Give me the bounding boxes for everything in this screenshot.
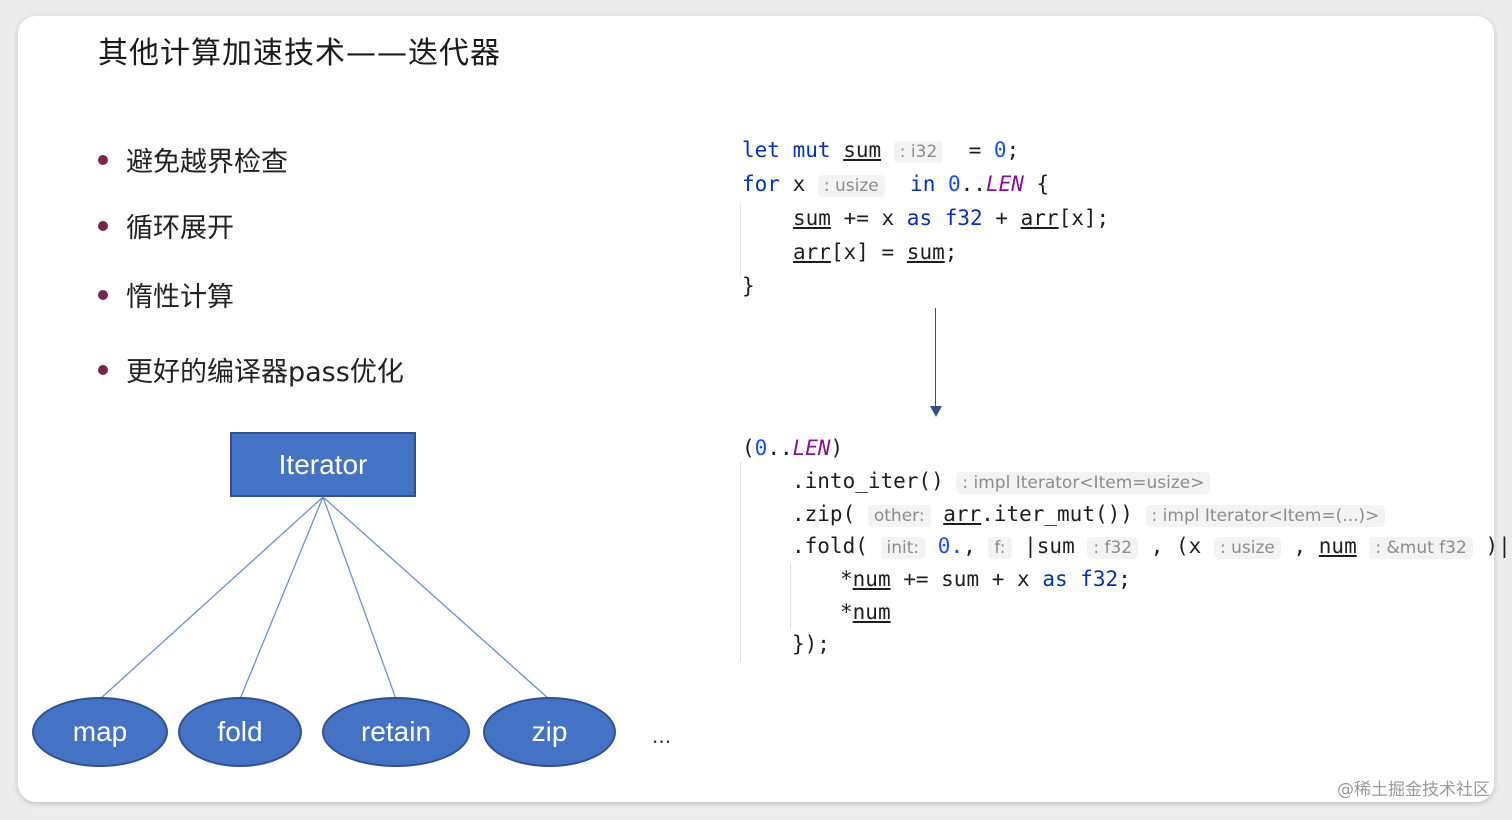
transform-arrow [935, 308, 936, 408]
type-hint: : impl Iterator<Item=(...)> [1145, 505, 1386, 527]
indent-guide [740, 205, 741, 275]
bullet-item: 循环展开 [98, 206, 234, 245]
type-hint: : usize [1213, 537, 1281, 559]
code-line: } [742, 274, 755, 298]
type-hint: : usize [817, 175, 885, 197]
bullet-item: 惰性计算 [98, 275, 234, 314]
param-hint: other: [867, 505, 931, 527]
code-line: (0..LEN) [742, 436, 844, 460]
map-node: map [32, 697, 168, 767]
bullet-text: 避免越界检查 [126, 147, 288, 178]
code-line: .zip( other: arr.iter_mut()) : impl Iter… [792, 502, 1386, 527]
type-hint: : f32 [1087, 537, 1139, 559]
bullet-text: 惰性计算 [126, 282, 234, 313]
code-line: }); [792, 632, 830, 656]
zip-node: zip [483, 697, 616, 767]
type-hint: : impl Iterator<Item=usize> [956, 472, 1211, 494]
bullet-text: 更好的编译器pass优化 [126, 357, 404, 388]
connector-fold [239, 496, 324, 700]
slide-title: 其他计算加速技术——迭代器 [98, 36, 501, 71]
code-line: .fold( init: 0., f: |sum : f32 , (x : us… [792, 534, 1511, 559]
bullet-dot-icon [98, 154, 108, 165]
slide [18, 16, 1494, 802]
code-line: arr[x] = sum; [793, 240, 958, 264]
code-line: *num [840, 600, 891, 624]
connector-map [99, 496, 324, 700]
code-line: *num += sum + x as f32; [840, 567, 1131, 591]
connector-zip [322, 496, 550, 700]
indent-guide [740, 462, 741, 662]
iterator-node: Iterator [230, 432, 416, 497]
code-line: .into_iter() : impl Iterator<Item=usize> [792, 469, 1211, 494]
bullet-text: 循环展开 [126, 213, 234, 244]
fold-node: fold [178, 697, 302, 767]
code-line: for x : usize in 0..LEN { [742, 172, 1050, 197]
param-hint: init: [880, 537, 926, 559]
watermark: @稀土掘金技术社区 [1337, 780, 1490, 800]
bullet-dot-icon [98, 220, 108, 231]
more-ellipsis: ... [652, 724, 672, 748]
retain-node: retain [322, 697, 470, 767]
type-hint: : &mut f32 [1369, 537, 1473, 559]
arrow-down-icon [930, 406, 942, 417]
bullet-dot-icon [98, 364, 108, 375]
code-line: sum += x as f32 + arr[x]; [793, 206, 1110, 230]
bullet-item: 避免越界检查 [98, 140, 288, 179]
code-line: let mut sum : i32 = 0; [742, 138, 1020, 163]
bullet-dot-icon [98, 289, 108, 300]
type-hint: : i32 [893, 141, 944, 163]
param-hint: f: [988, 537, 1012, 559]
indent-guide [790, 564, 791, 628]
bullet-item: 更好的编译器pass优化 [98, 350, 404, 389]
connector-retain [322, 496, 397, 700]
